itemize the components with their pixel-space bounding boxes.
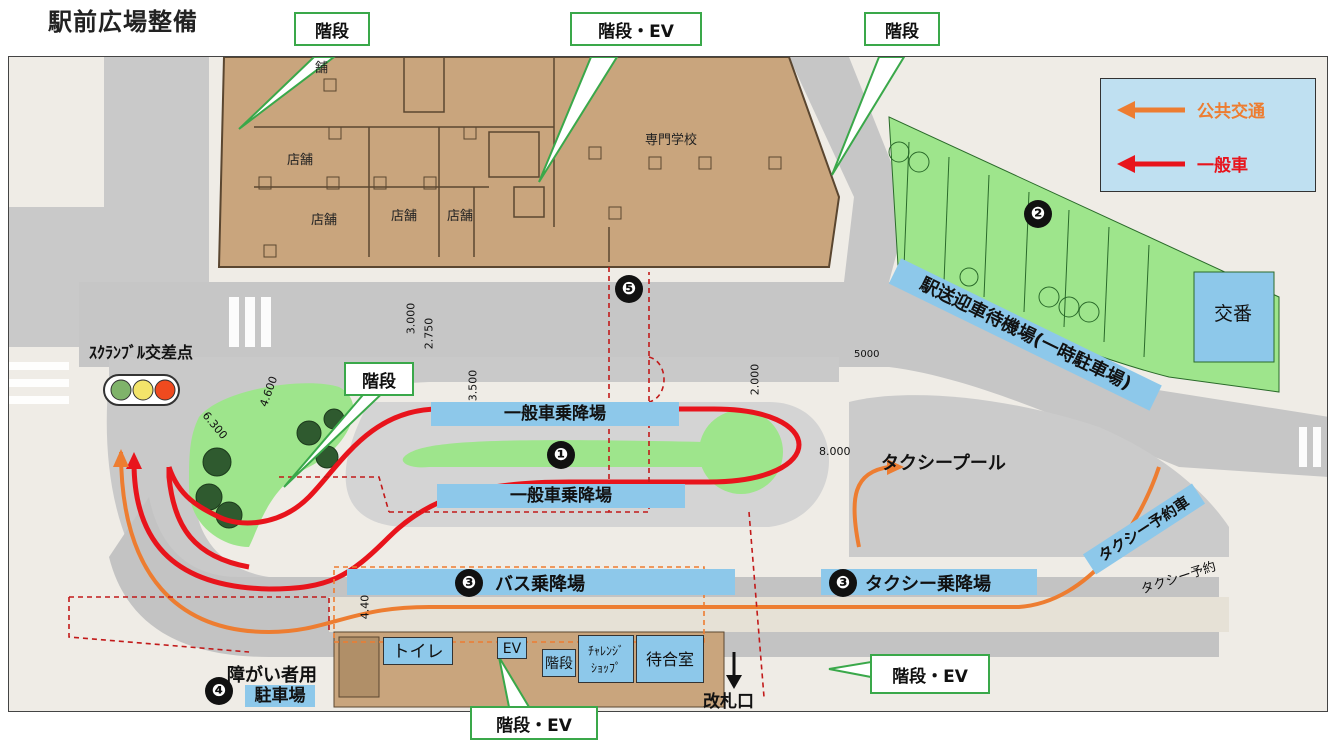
ticket-gate-label: 改札口: [703, 692, 754, 712]
page-title: 駅前広場整備: [48, 8, 198, 36]
bus-stop-area: [347, 569, 735, 595]
callout-stairs-ev-top: 階段・EV: [570, 12, 702, 46]
number-1: ❶: [547, 441, 575, 469]
legend-label-public: 公共交通: [1197, 102, 1265, 122]
legend-general-vehicle: 一般車: [1117, 151, 1248, 176]
legend-label-general: 一般車: [1197, 156, 1248, 176]
orange-arrow-icon: [1117, 100, 1185, 119]
taxi-pool-label: タクシープール: [881, 453, 1006, 474]
dimension-label: 3.000: [404, 302, 418, 335]
number-3-bus: ❸: [455, 569, 483, 597]
police-box: 交番: [1213, 303, 1252, 325]
general-drop-off-upper: 一般車乗降場: [431, 402, 679, 426]
vocational-school-label: 専門学校: [645, 133, 698, 148]
dimension-label: 2.750: [422, 317, 436, 350]
shop-label: 店舗: [447, 209, 474, 224]
scramble-crossing-label: ｽｸﾗﾝﾌﾞﾙ交差点: [89, 343, 194, 362]
legend-public-transport: 公共交通: [1117, 97, 1265, 122]
general-drop-off-lower: 一般車乗降場: [437, 484, 685, 508]
shop-label: 店舗: [391, 209, 418, 224]
dimension-label: 8.000: [819, 445, 851, 458]
shop-label: 舗: [315, 61, 329, 76]
challenge-shop-line-1: ﾁｬﾚﾝｼﾞ: [587, 644, 624, 658]
shop-label: 店舗: [311, 213, 338, 228]
station-stairs: 階段: [542, 649, 576, 677]
toilet: トイレ: [383, 637, 453, 665]
taxi-stop-area: [821, 569, 1037, 595]
waiting-room: 待合室: [636, 635, 704, 683]
callout-stairs-ev-right: 階段・EV: [870, 654, 990, 694]
number-5: ❺: [615, 275, 643, 303]
callout-stairs-ev-bottom: 階段・EV: [470, 706, 598, 740]
callout-stairs-left: 階段: [294, 12, 370, 46]
shop-label: 店舗: [287, 153, 314, 168]
challenge-shop-line-2: ｼｮｯﾌﾟ: [590, 661, 621, 675]
callout-stairs-right: 階段: [864, 12, 940, 46]
dimension-label: 2.000: [748, 363, 762, 396]
accessible-parking-label-2: 駐車場: [245, 685, 315, 707]
number-3-taxi: ❸: [829, 569, 857, 597]
number-2: ❷: [1024, 200, 1052, 228]
site-map: 専門学校 店舗 店舗 店舗 店舗 舗 3.000 2.750 3.500 2.0…: [8, 56, 1328, 712]
red-arrow-icon: [1117, 154, 1185, 173]
elevator: EV: [497, 637, 527, 659]
challenge-shop: ﾁｬﾚﾝｼﾞ ｼｮｯﾌﾟ: [578, 635, 634, 683]
taxi-stop-label: タクシー乗降場: [865, 574, 991, 595]
legend: 公共交通 一般車: [1100, 78, 1316, 192]
number-4: ❹: [205, 677, 233, 705]
dimension-label: 3.500: [466, 369, 480, 402]
bus-stop-label: バス乗降場: [495, 574, 585, 595]
callout-stairs-plaza: 階段: [344, 362, 414, 396]
accessible-parking-label-1: 障がい者用: [227, 665, 317, 686]
dimension-label: 5000: [854, 349, 880, 360]
